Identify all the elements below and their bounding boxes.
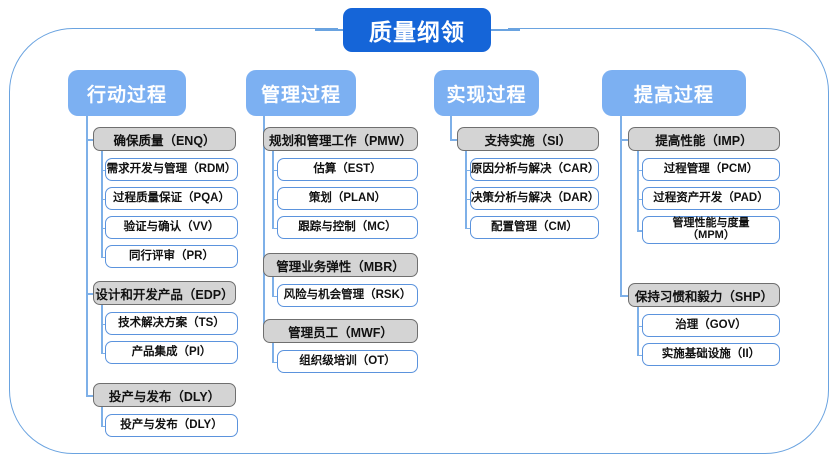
leaf-box-col-action-2-0[interactable]: 投产与发布（DLY） [105, 414, 238, 437]
column-spine-col-improve [620, 116, 622, 295]
leaf-box-col-action-0-1[interactable]: 过程质量保证（PQA） [105, 187, 238, 210]
leaf-box-col-action-1-1[interactable]: 产品集成（PI） [105, 341, 238, 364]
leaf-box-col-action-0-3[interactable]: 同行评审（PR） [105, 245, 238, 268]
root-title: 质量纲领 [343, 8, 491, 52]
title-connector-right [491, 29, 520, 31]
leaf-box-col-improve-1-0[interactable]: 治理（GOV） [642, 314, 780, 337]
group-box-col-improve-1[interactable]: 保持习惯和毅力（SHP） [628, 283, 780, 307]
column-spine-col-implement [450, 116, 452, 139]
group-leaf-spine [101, 305, 103, 353]
leaf-connector [637, 169, 642, 171]
column-header-col-improve[interactable]: 提高过程 [602, 70, 746, 116]
group-leaf-spine [637, 151, 639, 230]
column-spine-col-action [86, 116, 88, 395]
group-leaf-spine [101, 151, 103, 257]
leaf-connector [637, 230, 642, 232]
column-header-col-action[interactable]: 行动过程 [68, 70, 186, 116]
leaf-box-col-action-0-2[interactable]: 验证与确认（VV） [105, 216, 238, 239]
group-leaf-spine [272, 343, 274, 362]
leaf-connector [637, 198, 642, 200]
leaf-connector [272, 295, 277, 297]
group-connector [450, 139, 457, 141]
leaf-box-col-improve-1-1[interactable]: 实施基础设施（II） [642, 343, 780, 366]
group-leaf-spine [272, 277, 274, 296]
leaf-connector [101, 169, 105, 171]
group-box-col-manage-0[interactable]: 规划和管理工作（PMW） [263, 127, 418, 151]
group-leaf-spine [637, 307, 639, 355]
group-leaf-spine [272, 151, 274, 228]
group-leaf-spine [101, 407, 103, 426]
leaf-box-col-improve-0-2[interactable]: 管理性能与度量 （MPM） [642, 216, 780, 244]
group-box-col-action-1[interactable]: 设计和开发产品（EDP） [93, 281, 236, 305]
leaf-box-col-implement-0-1[interactable]: 决策分析与解决（DAR） [470, 187, 599, 210]
group-box-col-implement-0[interactable]: 支持实施（SI） [457, 127, 599, 151]
leaf-connector [465, 169, 470, 171]
leaf-box-col-manage-0-2[interactable]: 跟踪与控制（MC） [277, 216, 418, 239]
leaf-box-col-implement-0-0[interactable]: 原因分析与解决（CAR） [470, 158, 599, 181]
leaf-connector [101, 256, 105, 258]
group-connector [86, 139, 93, 141]
leaf-box-col-implement-0-2[interactable]: 配置管理（CM） [470, 216, 599, 239]
leaf-connector [101, 227, 105, 229]
group-connector [86, 293, 93, 295]
group-box-col-action-2[interactable]: 投产与发布（DLY） [93, 383, 236, 407]
group-connector [620, 295, 628, 297]
leaf-connector [637, 354, 642, 356]
leaf-connector [272, 198, 277, 200]
group-connector [620, 139, 628, 141]
leaf-connector [101, 323, 105, 325]
leaf-box-col-improve-0-1[interactable]: 过程资产开发（PAD） [642, 187, 780, 210]
leaf-connector [272, 361, 277, 363]
column-header-col-implement[interactable]: 实现过程 [434, 70, 539, 116]
leaf-box-col-manage-0-0[interactable]: 估算（EST） [277, 158, 418, 181]
leaf-connector [101, 198, 105, 200]
leaf-box-col-action-1-0[interactable]: 技术解决方案（TS） [105, 312, 238, 335]
leaf-box-col-manage-1-0[interactable]: 风险与机会管理（RSK） [277, 284, 418, 307]
leaf-box-col-manage-2-0[interactable]: 组织级培训（OT） [277, 350, 418, 373]
leaf-connector [272, 169, 277, 171]
column-header-col-manage[interactable]: 管理过程 [246, 70, 356, 116]
title-connector-left [315, 29, 344, 31]
leaf-box-col-manage-0-1[interactable]: 策划（PLAN） [277, 187, 418, 210]
leaf-connector [465, 198, 470, 200]
group-box-col-improve-0[interactable]: 提高性能（IMP） [628, 127, 780, 151]
leaf-box-col-action-0-0[interactable]: 需求开发与管理（RDM） [105, 158, 238, 181]
group-connector [86, 395, 93, 397]
leaf-box-col-improve-0-0[interactable]: 过程管理（PCM） [642, 158, 780, 181]
group-leaf-spine [465, 151, 467, 228]
leaf-connector [637, 325, 642, 327]
leaf-connector [272, 227, 277, 229]
group-box-col-manage-2[interactable]: 管理员工（MWF） [263, 319, 418, 343]
leaf-connector [101, 425, 105, 427]
group-box-col-action-0[interactable]: 确保质量（ENQ） [93, 127, 236, 151]
group-box-col-manage-1[interactable]: 管理业务弹性（MBR） [263, 253, 418, 277]
leaf-connector [101, 352, 105, 354]
column-spine-col-manage [263, 116, 265, 331]
leaf-connector [465, 227, 470, 229]
